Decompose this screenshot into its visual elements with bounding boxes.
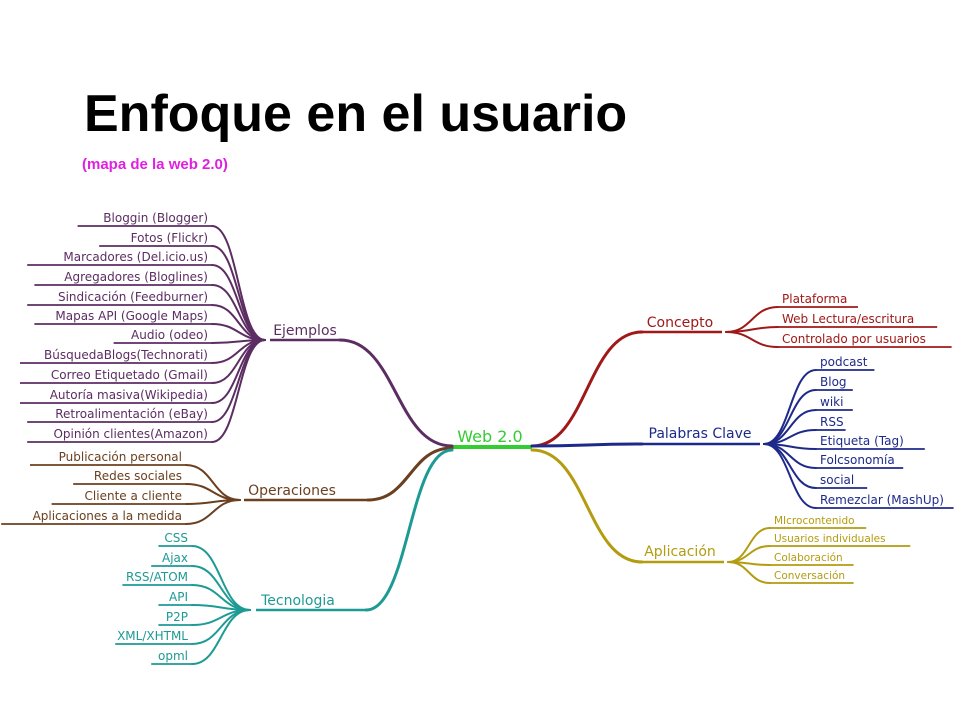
- palabras-trunk: [530, 442, 644, 448]
- tecnologia-leaf-rss-atom: RSS/ATOM: [126, 570, 188, 584]
- concepto-leaf-web-lectura-escritura-link: [725, 326, 779, 333]
- palabras-leaf-wiki: wiki: [820, 395, 843, 409]
- aplicacion-leaf-conversacion-link: [727, 561, 771, 584]
- tecnologia-trunk: [364, 448, 454, 612]
- operaciones-leaf-aplicaciones-a-la-medida: Aplicaciones a la medida: [33, 509, 182, 523]
- concepto-trunk: [530, 330, 644, 448]
- aplicacion-leaf-usuarios-individuales: Usuarios individuales: [774, 533, 886, 545]
- concepto-leaf-plataforma-link: [725, 306, 779, 333]
- operaciones-branch-label: Operaciones: [248, 483, 336, 499]
- center-node-label: Web 2.0: [457, 427, 522, 446]
- aplicacion-leaf-conversacion: Conversación: [774, 570, 845, 582]
- ejemplos-leaf-bloggin-blogger: Bloggin (Blogger): [103, 211, 208, 225]
- tecnologia-leaf-xml-xhtml: XML/XHTML: [117, 629, 188, 643]
- palabras-leaf-blog: Blog: [820, 375, 847, 389]
- tecnologia-leaf-ajax: Ajax: [162, 551, 188, 565]
- palabras-leaf-etiqueta-tag: Etiqueta (Tag): [820, 434, 904, 448]
- operaciones-leaf-redes-sociales-link: [185, 483, 241, 501]
- palabras-leaf-remezclar-mashup: Remezclar (MashUp): [820, 493, 944, 507]
- aplicacion-trunk: [530, 448, 644, 564]
- ejemplos-trunk: [338, 338, 454, 448]
- tecnologia-leaf-api: API: [169, 590, 188, 604]
- ejemplos-leaf-fotos-flickr: Fotos (Flickr): [131, 231, 208, 245]
- tecnologia-branch-label: Tecnologia: [260, 593, 335, 609]
- slide-subtitle: (mapa de la web 2.0): [82, 156, 228, 173]
- ejemplos-branch-label: Ejemplos: [273, 323, 337, 339]
- aplicacion-branch-label: Aplicación: [644, 544, 716, 560]
- operaciones-leaf-publicacion-personal: Publicación personal: [59, 450, 182, 464]
- ejemplos-leaf-marcadores-del-icio-us: Marcadores (Del.icio.us): [63, 250, 208, 264]
- tecnologia-leaf-p2p: P2P: [166, 610, 188, 624]
- ejemplos-leaf-sindicacion-feedburner: Sindicación (Feedburner): [58, 290, 208, 304]
- ejemplos-leaf-mapas-api-google-maps: Mapas API (Google Maps): [55, 309, 208, 323]
- operaciones-leaf-publicacion-personal-link: [185, 464, 241, 501]
- palabras-leaf-remezclar-mashup-link: [763, 443, 817, 509]
- concepto-leaf-controlado-por-usuarios-link: [725, 331, 779, 348]
- concepto-branch-label: Concepto: [647, 315, 713, 331]
- operaciones-trunk: [366, 446, 454, 502]
- operaciones-leaf-redes-sociales: Redes sociales: [94, 469, 182, 483]
- palabras-leaf-podcast: podcast: [820, 355, 868, 369]
- tecnologia-leaf-css-link: [191, 545, 251, 611]
- ejemplos-leaf-fotos-flickr-link: [211, 245, 266, 341]
- palabras-leaf-social-link: [763, 443, 817, 489]
- aplicacion-leaf-colaboracion: Colaboración: [774, 552, 843, 564]
- operaciones-leaf-aplicaciones-a-la-medida-link: [185, 499, 241, 525]
- tecnologia-leaf-css: CSS: [164, 531, 188, 545]
- slide-title: Enfoque en el usuario: [84, 85, 628, 143]
- tecnologia-leaf-opml: opml: [158, 649, 188, 663]
- operaciones-leaf-cliente-a-cliente: Cliente a cliente: [85, 489, 182, 503]
- ejemplos-leaf-autoria-masiva-wikipedia: Autoría masiva(Wikipedia): [50, 388, 208, 402]
- tecnologia-leaf-ajax-link: [191, 565, 251, 611]
- ejemplos-leaf-retroalimentacion-ebay: Retroalimentación (eBay): [55, 407, 208, 421]
- aplicacion-leaf-microcontenido-link: [727, 527, 771, 563]
- aplicacion-leaf-microcontenido: MIcrocontenido: [774, 515, 855, 527]
- ejemplos-leaf-busquedablogs-technorati: BúsquedaBlogs(Technorati): [44, 348, 208, 362]
- ejemplos-leaf-marcadores-del-icio-us-link: [211, 264, 266, 341]
- concepto-leaf-controlado-por-usuarios: Controlado por usuarios: [782, 332, 926, 346]
- palabras-leaf-social: social: [820, 473, 854, 487]
- aplicacion-leaf-usuarios-individuales-link: [727, 545, 771, 563]
- ejemplos-leaf-agregadores-bloglines: Agregadores (Bloglines): [64, 270, 208, 284]
- concepto-leaf-web-lectura-escritura: Web Lectura/escritura: [782, 312, 914, 326]
- palabras-leaf-podcast-link: [763, 369, 817, 445]
- palabras-leaf-folcsonomia: Folcsonomía: [820, 453, 895, 467]
- ejemplos-leaf-correo-etiquetado-gmail: Correo Etiquetado (Gmail): [51, 368, 208, 382]
- ejemplos-leaf-opinion-clientes-amazon-link: [211, 339, 266, 443]
- ejemplos-leaf-opinion-clientes-amazon: Opinión clientes(Amazon): [53, 427, 208, 441]
- palabras-leaf-rss: RSS: [820, 415, 844, 429]
- palabras-branch-label: Palabras Clave: [649, 426, 752, 442]
- ejemplos-leaf-audio-odeo: Audio (odeo): [131, 328, 208, 342]
- concepto-leaf-plataforma: Plataforma: [782, 292, 847, 306]
- tecnologia-leaf-opml-link: [191, 609, 251, 665]
